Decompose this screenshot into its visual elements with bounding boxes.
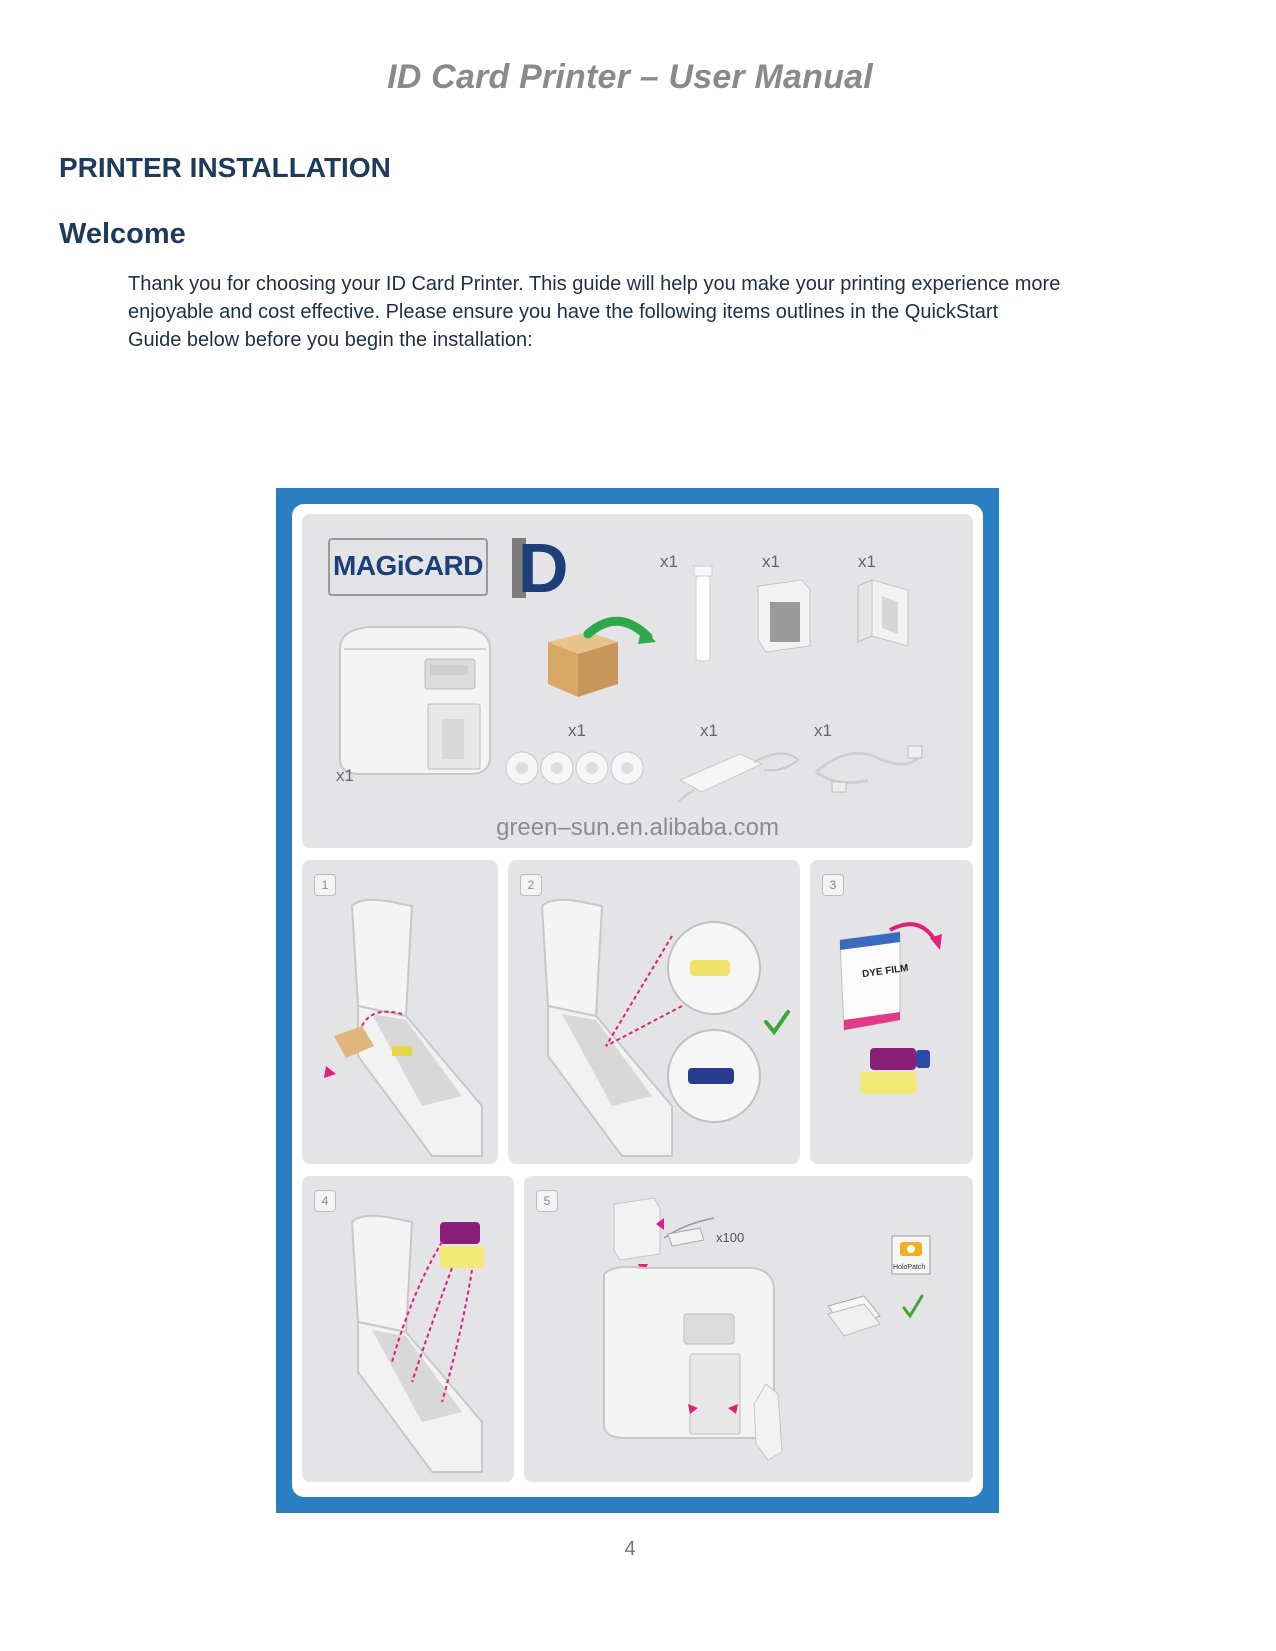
magicard-logo: MAGiCARD [328, 538, 488, 596]
card-stack-illustration [827, 1235, 931, 1337]
step-number: 5 [536, 1190, 558, 1212]
usb-cable-qty: x1 [814, 721, 832, 740]
load-cards-illustration [603, 1197, 783, 1461]
printer-qty: x1 [336, 766, 354, 785]
ribbon-spools-icon [505, 751, 644, 785]
welcome-paragraph: Thank you for choosing your ID Card Prin… [128, 270, 1128, 354]
open-printer-illustration [324, 898, 483, 1157]
watermark-text: green–sun.en.alibaba.com [496, 814, 779, 841]
step-4-panel: 4 [302, 1176, 514, 1482]
section-heading: PRINTER INSTALLATION [59, 152, 391, 183]
output-tray-icon [857, 579, 909, 647]
step-number: 3 [822, 874, 844, 896]
hopper-qty: x1 [762, 552, 780, 571]
step-3-panel: 3 DYE FILM [810, 860, 973, 1164]
cleaning-pen-icon [693, 565, 713, 662]
box-contents-panel: MAGiCARD D x1 [302, 514, 973, 848]
welcome-heading: Welcome [59, 218, 186, 250]
box-unpack-icon [548, 616, 656, 697]
card-hopper-icon [757, 579, 811, 653]
card-count-label: x100 [716, 1230, 745, 1245]
dye-film-box-illustration [839, 922, 942, 1094]
step-number: 4 [314, 1190, 336, 1212]
intro-line: Guide below before you begin the install… [128, 329, 533, 351]
holopatch-label: HoloPatch [893, 1264, 926, 1271]
d-logo: D [512, 529, 569, 607]
step-1-panel: 1 [302, 860, 498, 1164]
intro-line: Thank you for choosing your ID Card Prin… [128, 273, 1061, 295]
d-logo-letter: D [518, 529, 569, 607]
printer-illustration [339, 626, 491, 775]
usb-cable-icon [815, 745, 924, 793]
step-number: 1 [314, 874, 336, 896]
document-title: ID Card Printer – User Manual [387, 58, 873, 96]
step-number: 2 [520, 874, 542, 896]
cleaning-pen-qty: x1 [660, 552, 678, 571]
step-5-panel: 5 x100 [524, 1176, 973, 1482]
power-supply-icon [677, 752, 800, 803]
magicard-logo-text: MAGiCARD [333, 550, 484, 581]
load-ribbon-illustration [350, 1214, 484, 1473]
output-tray-qty: x1 [858, 552, 876, 571]
power-supply-qty: x1 [700, 721, 718, 740]
intro-line: enjoyable and cost effective. Please ens… [128, 301, 999, 323]
quickstart-guide-inner: MAGiCARD D x1 [292, 504, 983, 1497]
quickstart-guide-figure: MAGiCARD D x1 [276, 488, 999, 1513]
step-2-panel: 2 [508, 860, 800, 1164]
page-number: 4 [624, 1538, 636, 1560]
insert-cleaning-roller-illustration [540, 898, 790, 1157]
rollers-qty: x1 [568, 721, 586, 740]
